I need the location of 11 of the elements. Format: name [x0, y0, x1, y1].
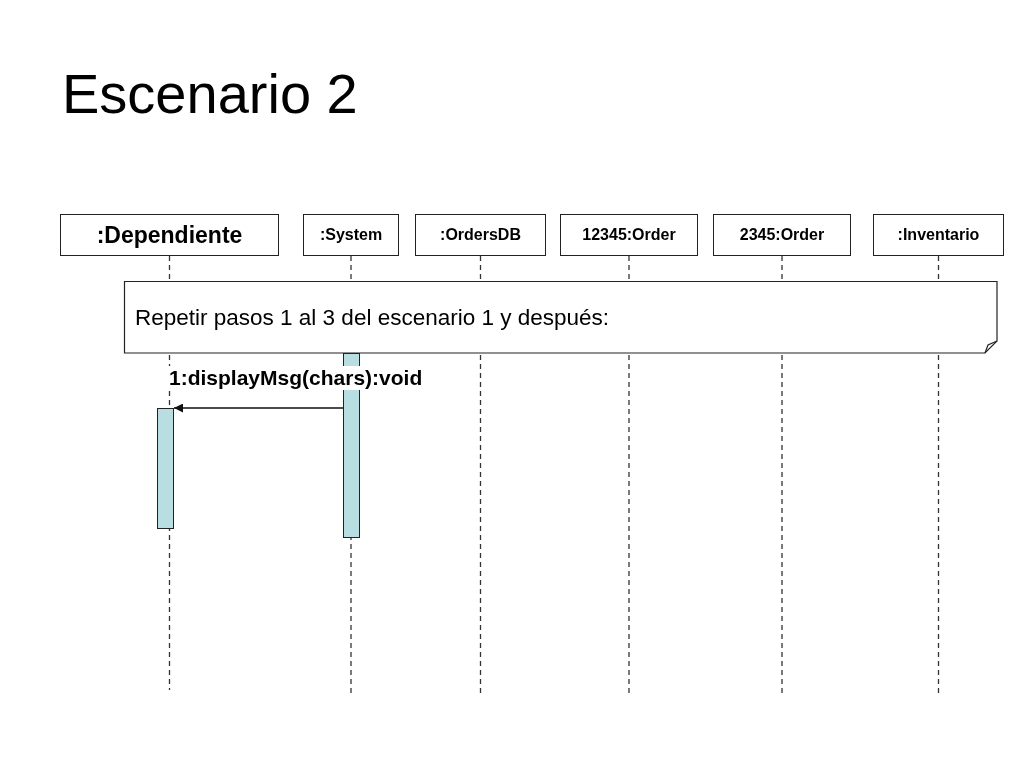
message-arrow — [173, 403, 344, 413]
participant-box: 12345:Order — [560, 214, 698, 256]
participant-box: :Dependiente — [60, 214, 279, 256]
participant-box: :System — [303, 214, 399, 256]
slide-title: Escenario 2 — [62, 63, 358, 125]
participant-box: 2345:Order — [713, 214, 851, 256]
participant-box: :Inventario — [873, 214, 1004, 256]
message-label: 1:displayMsg(chars):void — [168, 366, 424, 391]
note-box: Repetir pasos 1 al 3 del escenario 1 y después: — [124, 281, 998, 354]
activation-bar — [157, 408, 174, 529]
participant-box: :OrdersDB — [415, 214, 546, 256]
